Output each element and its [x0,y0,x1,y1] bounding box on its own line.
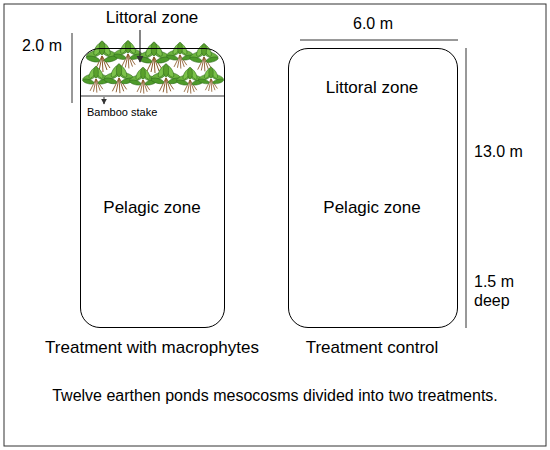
caption: Twelve earthen ponds mesocosms divided i… [52,386,498,405]
dimension-line [466,48,467,328]
pond-mesocosm: Littoral zonePelagic zoneTreatment contr… [288,48,458,328]
dimension-label: 2.0 m [22,36,62,55]
treatment-label: Treatment with macrophytes [45,338,259,358]
dimension-line [72,33,73,103]
leader-arrow [139,30,140,62]
outer-frame [4,4,546,446]
treatment-label: Littoral zone [106,8,199,28]
zone-label: Pelagic zone [103,198,200,218]
dimension-line [300,40,458,41]
leader-arrow [104,97,105,104]
zone-label: Bamboo stake [87,106,157,119]
zone-label: Pelagic zone [323,198,420,218]
dimension-label: 13.0 m [474,142,523,161]
treatment-label: Treatment control [306,338,439,358]
zone-label: Littoral zone [326,78,419,98]
pond-mesocosm: Littoral zoneBamboo stakePelagic zoneTre… [80,48,225,328]
dimension-label: 6.0 m [353,14,393,33]
dimension-label: 1.5 m deep [474,272,522,310]
bamboo-stake-line [80,95,225,96]
